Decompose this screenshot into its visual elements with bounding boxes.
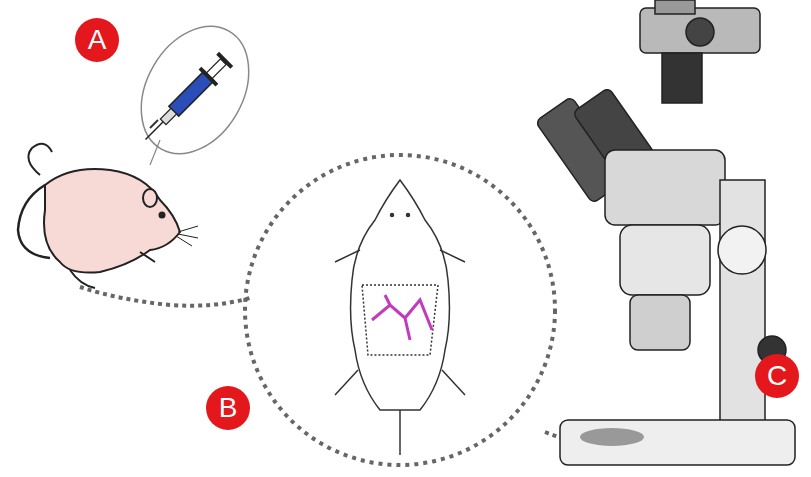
badge-letter: A	[88, 26, 107, 54]
dashed-circle	[245, 155, 555, 465]
microscope	[535, 0, 795, 465]
dotted-leader	[80, 287, 250, 306]
dissected-rat	[335, 180, 465, 455]
label-badge: B	[206, 386, 250, 430]
label-badge: A	[75, 18, 119, 62]
badge-letter: B	[219, 394, 238, 422]
mouse	[18, 144, 198, 288]
syringe-callout	[119, 7, 270, 173]
badge-letter: C	[767, 362, 787, 390]
label-badge: C	[755, 354, 799, 398]
